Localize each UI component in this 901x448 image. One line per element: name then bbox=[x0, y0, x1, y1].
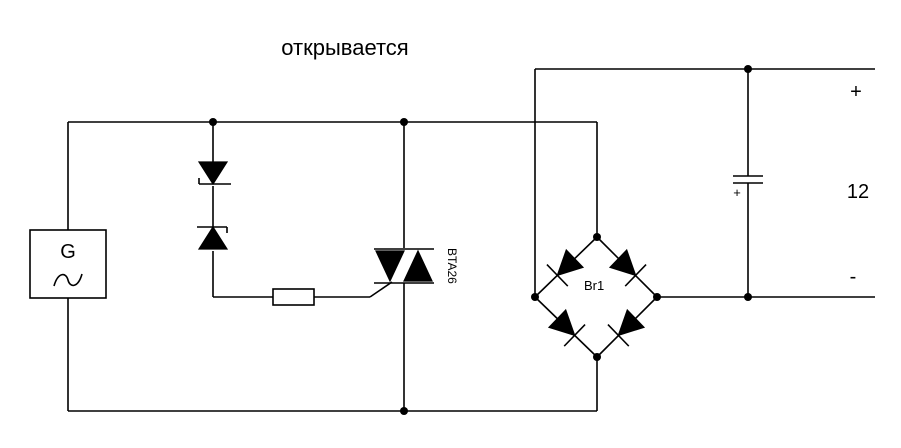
electrolytic-capacitor: + bbox=[733, 175, 763, 200]
zener-diode-upper bbox=[197, 161, 231, 186]
diagram-title: открывается bbox=[281, 35, 408, 60]
junction-dot bbox=[400, 407, 408, 415]
triac-triangle-icon bbox=[403, 249, 433, 282]
junction-dot bbox=[744, 65, 752, 73]
generator-box bbox=[29, 229, 107, 299]
diode-triangle-icon bbox=[547, 308, 576, 337]
triac-label: BTA26 bbox=[445, 248, 459, 284]
diode-bar bbox=[624, 263, 647, 287]
ac-wave-icon bbox=[53, 273, 83, 287]
junction-dot bbox=[209, 118, 217, 126]
diode-triangle-icon bbox=[197, 161, 229, 186]
output-plus-label: + bbox=[850, 81, 862, 103]
diode-bar bbox=[563, 323, 586, 347]
diode-bar bbox=[607, 323, 630, 347]
diode-triangle-icon bbox=[556, 248, 585, 277]
triac-triangle-icon bbox=[375, 250, 405, 283]
diode-triangle-icon bbox=[608, 248, 637, 277]
junctions bbox=[209, 65, 752, 415]
diode-bridge: Br1 bbox=[534, 236, 658, 358]
junction-dot bbox=[744, 293, 752, 301]
generator: G bbox=[29, 229, 107, 299]
triac: BTA26 bbox=[374, 248, 459, 284]
diode-triangle-icon bbox=[617, 308, 646, 337]
generator-letter: G bbox=[60, 241, 76, 263]
bridge-diode bbox=[546, 248, 585, 287]
capacitor-polarity-label: + bbox=[733, 185, 741, 200]
zener-diode-lower bbox=[197, 225, 229, 250]
resistor bbox=[272, 288, 315, 306]
diode-bar bbox=[546, 263, 569, 287]
output-minus-label: - bbox=[850, 266, 857, 288]
junction-dot bbox=[400, 118, 408, 126]
gate-wire bbox=[369, 281, 393, 298]
diode-triangle-icon bbox=[197, 225, 229, 250]
bridge-diode bbox=[547, 308, 586, 347]
bridge-diode bbox=[607, 308, 646, 347]
bridge-label: Br1 bbox=[584, 278, 604, 293]
bridge-diode bbox=[608, 248, 647, 287]
wires bbox=[67, 68, 875, 412]
output-voltage-label: 12 bbox=[847, 181, 869, 203]
